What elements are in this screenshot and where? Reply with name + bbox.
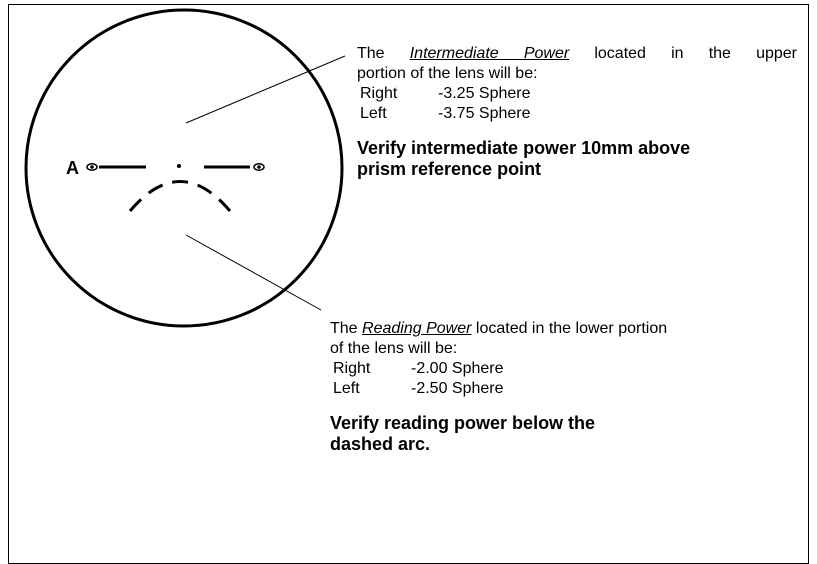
reading-power-term: Reading Power [362,320,472,337]
intermediate-intro-prefix: The [357,45,385,62]
reading-intro-line1: The Reading Power located in the lower p… [330,319,730,339]
eye-icon-left [86,163,98,171]
reading-intro-line2: of the lens will be: [330,340,458,357]
intermediate-row-right: Right -3.25 Sphere [357,84,797,104]
marker-label-a: A [66,158,79,178]
intermediate-intro-suffix: located in the upper [594,45,798,62]
intermediate-power-block: The Intermediate Power located in the up… [357,44,797,180]
lens-outline [24,8,344,328]
prism-reference-dot [177,164,181,168]
intermediate-row-left: Left -3.75 Sphere [357,104,797,124]
reading-left-label: Left [333,380,360,397]
eye-icon-right [253,163,265,171]
intermediate-left-label: Left [360,105,387,122]
reading-dashed-arc [128,180,232,212]
reading-instruction-line1: Verify reading power below the [330,413,596,433]
intermediate-intro-line1: The Intermediate Power located in the up… [357,44,797,64]
leader-line-reading [185,234,322,311]
reading-intro-prefix: The [330,320,358,337]
intermediate-left-value: -3.75 Sphere [438,105,531,122]
intermediate-right-label: Right [360,85,398,102]
reading-left-value: -2.50 Sphere [411,380,504,397]
intermediate-instruction-line2: prism reference point [357,159,542,179]
reading-intro-suffix: located in the lower portion [475,320,668,337]
intermediate-right-value: -3.25 Sphere [438,85,531,102]
reading-power-block: The Reading Power located in the lower p… [330,319,730,455]
reading-right-label: Right [333,360,371,377]
intermediate-power-term: Intermediate Power [409,45,570,62]
intermediate-intro-line2: portion of the lens will be: [357,65,538,82]
intermediate-instruction-line1: Verify intermediate power 10mm above [357,138,691,158]
lens-diagram: A [24,8,346,328]
reading-right-value: -2.00 Sphere [411,360,504,377]
reading-row-left: Left -2.50 Sphere [330,379,730,399]
reading-row-right: Right -2.00 Sphere [330,359,730,379]
leader-line-intermediate [185,55,346,124]
reading-instruction-line2: dashed arc. [330,434,431,454]
